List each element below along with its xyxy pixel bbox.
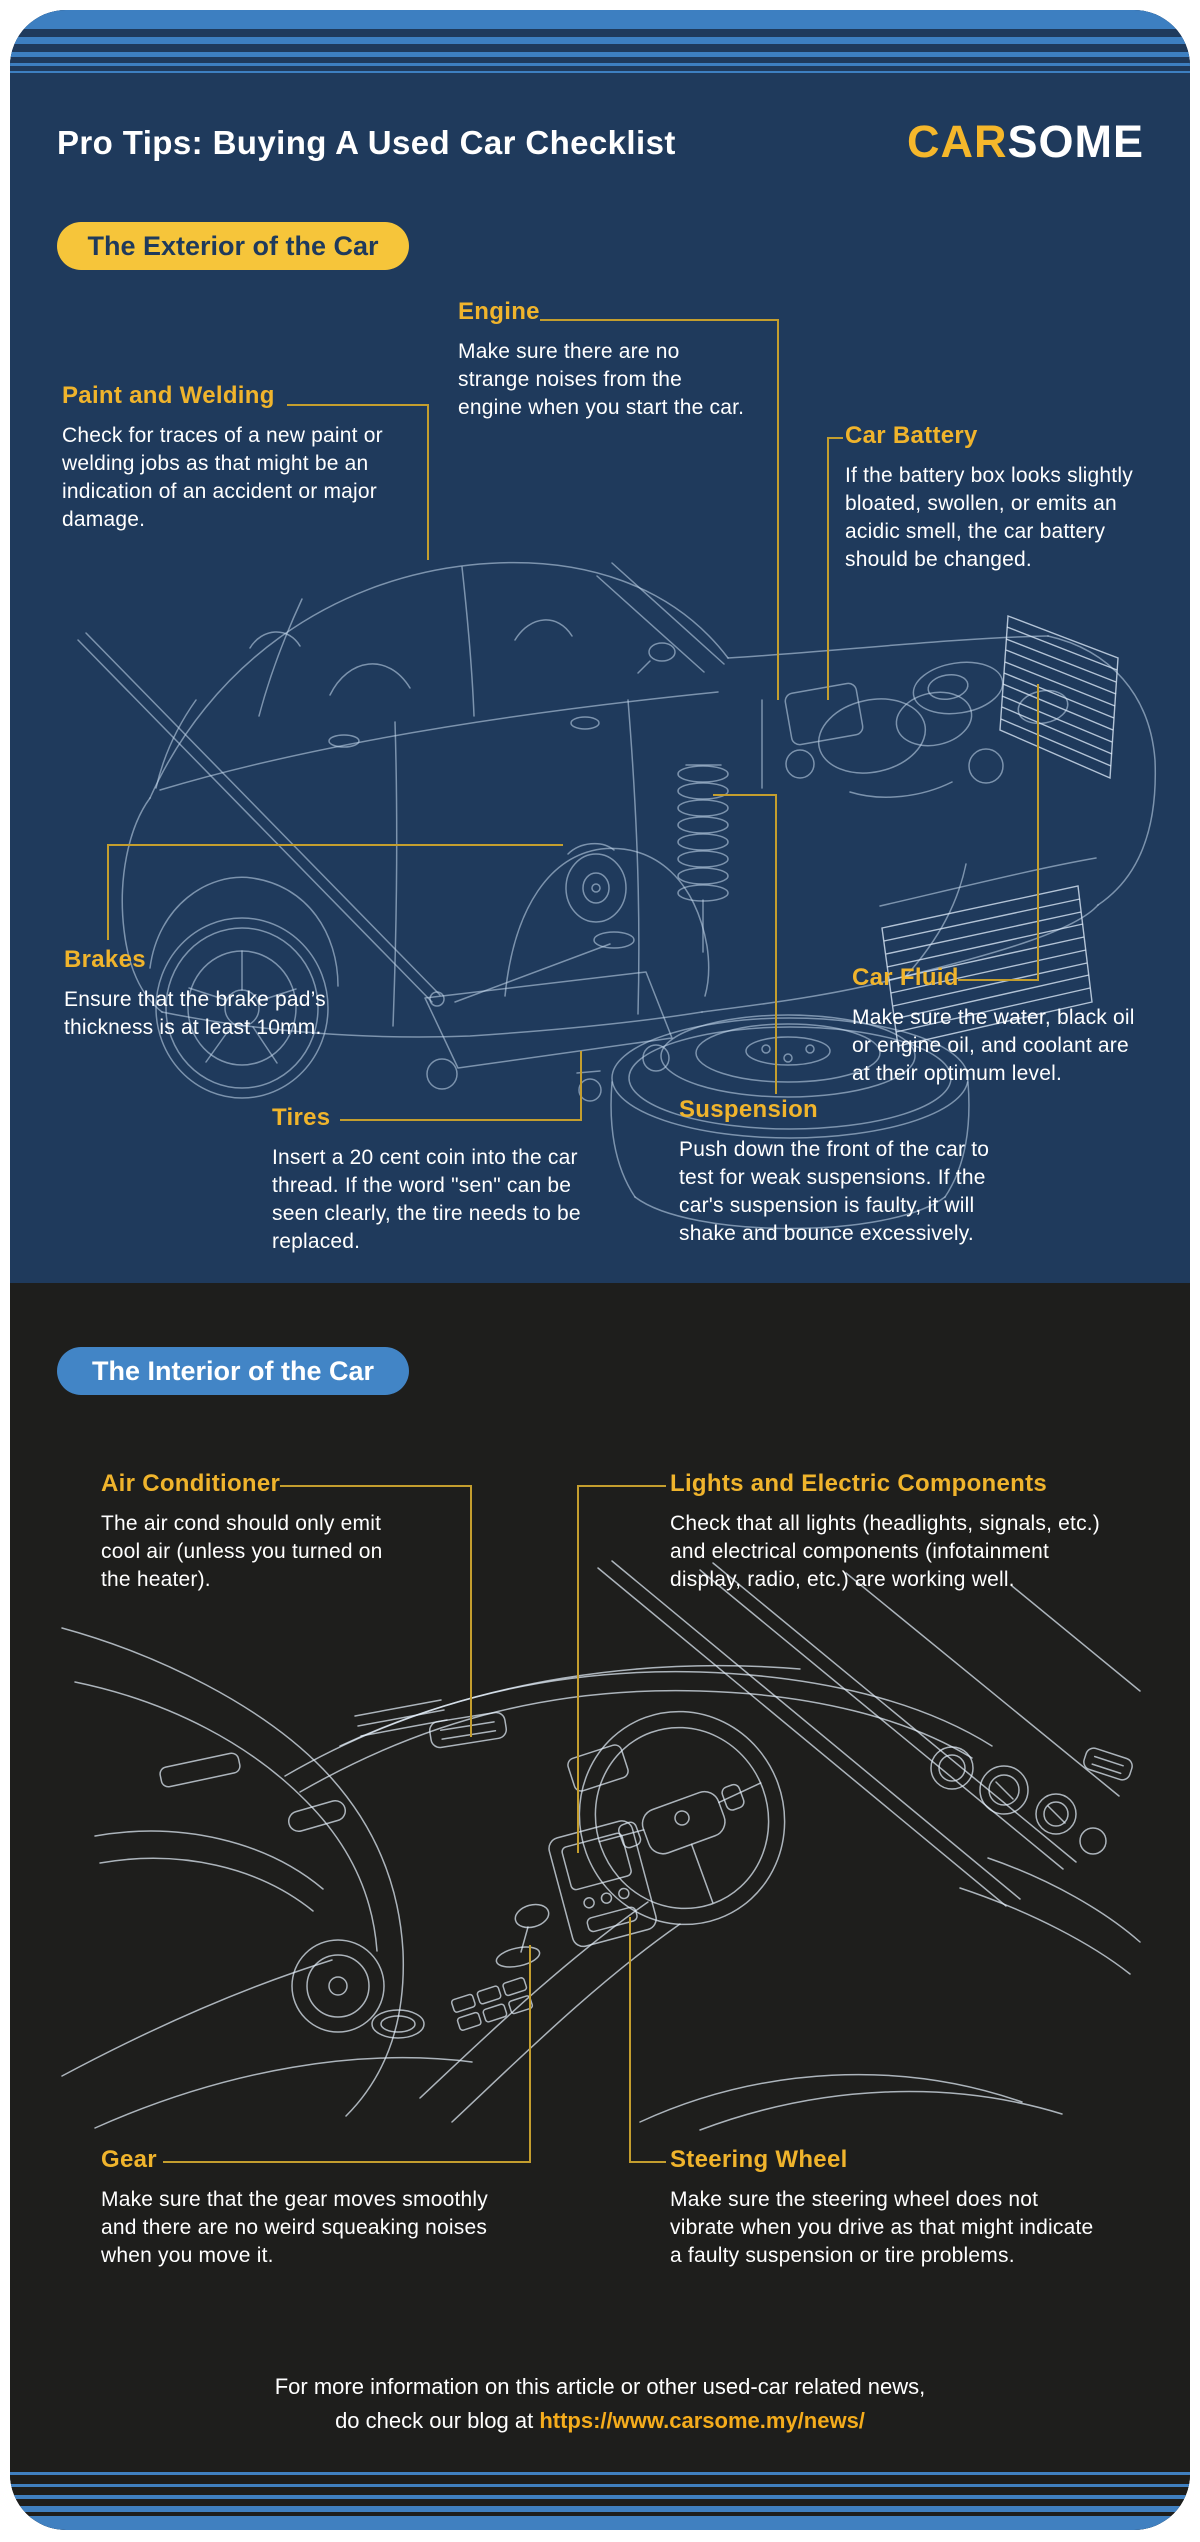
tip-tires-body: Insert a 20 cent coin into the car threa… xyxy=(272,1146,581,1253)
tip-steering-wheel-title: Steering Wheel xyxy=(670,2146,848,2173)
tip-paint-welding: Paint and Welding Check for traces of a … xyxy=(62,382,407,534)
logo-some-text: SOME xyxy=(1007,116,1144,167)
tip-brakes-title: Brakes xyxy=(64,946,146,973)
interior-section-background xyxy=(10,1283,1190,2530)
tip-car-battery-body: If the battery box looks slightly bloate… xyxy=(845,464,1133,571)
top-stripes-decoration xyxy=(10,10,1190,74)
footer-line1: For more information on this article or … xyxy=(274,2374,926,2399)
tip-air-conditioner-title: Air Conditioner xyxy=(101,1470,281,1497)
tip-brakes-body: Ensure that the brake pad’s thickness is… xyxy=(64,988,326,1039)
tip-air-conditioner-body: The air cond should only emit cool air (… xyxy=(101,1512,383,1591)
carsome-logo: CARSOME xyxy=(907,116,1144,168)
tip-lights-electric-body: Check that all lights (headlights, signa… xyxy=(670,1512,1101,1591)
tip-gear-title: Gear xyxy=(101,2146,157,2173)
exterior-section-badge: The Exterior of the Car xyxy=(57,222,409,270)
tip-car-battery: Car Battery If the battery box looks sli… xyxy=(845,422,1155,574)
exterior-car-wireframe xyxy=(77,561,1157,1230)
tip-steering-wheel: Steering Wheel Make sure the steering wh… xyxy=(670,2146,1130,2270)
logo-car-text: CAR xyxy=(906,116,1008,167)
tip-engine-body: Make sure there are no strange noises fr… xyxy=(458,340,745,419)
tip-paint-welding-title: Paint and Welding xyxy=(62,382,275,409)
tip-engine: Engine Make sure there are no strange no… xyxy=(458,298,758,422)
tip-gear-body: Make sure that the gear moves smoothly a… xyxy=(101,2188,488,2267)
footer-line2: do check our blog at https://www.carsome… xyxy=(0,2404,1200,2438)
footer: For more information on this article or … xyxy=(0,2370,1200,2438)
tip-car-battery-title: Car Battery xyxy=(845,422,978,449)
page-title: Pro Tips: Buying A Used Car Checklist xyxy=(57,124,676,161)
tip-suspension-body: Push down the front of the car to test f… xyxy=(679,1138,990,1245)
tip-engine-title: Engine xyxy=(458,298,540,325)
tip-air-conditioner: Air Conditioner The air cond should only… xyxy=(101,1470,411,1594)
tip-suspension: Suspension Push down the front of the ca… xyxy=(679,1096,1024,1248)
tip-car-fluid-title: Car Fluid xyxy=(852,964,959,991)
footer-line2-prefix: do check our blog at xyxy=(335,2408,540,2433)
tip-tires-title: Tires xyxy=(272,1104,331,1131)
car-grille-hatching xyxy=(881,615,1119,1047)
tip-car-fluid: Car Fluid Make sure the water, black oil… xyxy=(852,964,1162,1088)
card-background xyxy=(10,10,1190,2530)
label-connector-lines xyxy=(107,319,1039,2163)
tip-lights-electric: Lights and Electric Components Check tha… xyxy=(670,1470,1130,1594)
tip-suspension-title: Suspension xyxy=(679,1096,819,1123)
tip-steering-wheel-body: Make sure the steering wheel does not vi… xyxy=(670,2188,1094,2267)
tip-tires: Tires Insert a 20 cent coin into the car… xyxy=(272,1104,602,1256)
interior-car-wireframe xyxy=(61,1560,1141,2131)
tip-gear: Gear Make sure that the gear moves smoot… xyxy=(101,2146,531,2270)
tip-lights-electric-title: Lights and Electric Components xyxy=(670,1470,1048,1497)
tip-paint-welding-body: Check for traces of a new paint or weldi… xyxy=(62,424,383,531)
bottom-stripes-decoration xyxy=(10,2466,1190,2530)
tip-brakes: Brakes Ensure that the brake pad’s thick… xyxy=(64,946,374,1042)
tip-car-fluid-body: Make sure the water, black oil or engine… xyxy=(852,1006,1135,1085)
interior-section-badge: The Interior of the Car xyxy=(57,1347,409,1395)
blog-link[interactable]: https://www.carsome.my/news/ xyxy=(539,2408,865,2433)
